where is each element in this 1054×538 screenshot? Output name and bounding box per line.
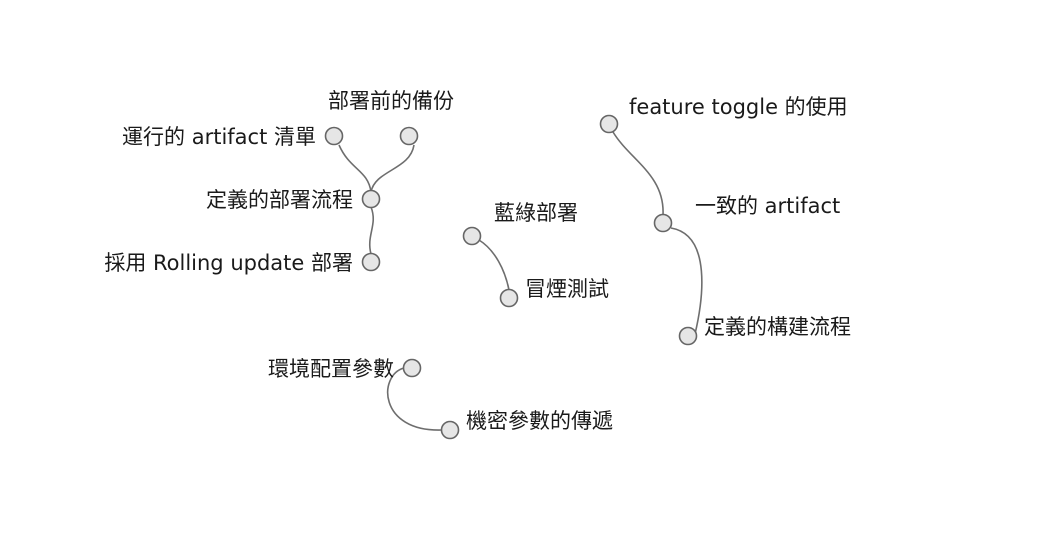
node-label: 部署前的備份 (328, 89, 454, 113)
node-label: 運行的 artifact 清單 (122, 125, 316, 149)
edges-layer (338, 131, 703, 431)
node-label: 冒煙測試 (525, 277, 609, 301)
node-label: 採用 Rolling update 部署 (104, 251, 353, 275)
edge-n3-n4 (369, 206, 375, 255)
node-handle[interactable] (399, 126, 419, 146)
node-handle[interactable] (324, 126, 344, 146)
node-n1[interactable]: 運行的 artifact 清單 (122, 125, 344, 149)
node-n5[interactable]: 藍綠部署 (462, 201, 579, 246)
node-label: 藍綠部署 (494, 201, 578, 225)
node-n6[interactable]: 冒煙測試 (499, 277, 610, 308)
edge-n7-n8 (612, 131, 664, 216)
node-label: 機密參數的傳遞 (466, 409, 613, 433)
node-handle[interactable] (499, 288, 519, 308)
edge-n5-n6 (478, 239, 510, 291)
node-handle[interactable] (462, 226, 482, 246)
node-label: 定義的部署流程 (206, 188, 353, 212)
node-label: 一致的 artifact (695, 194, 840, 218)
node-label: 定義的構建流程 (704, 315, 851, 339)
edge-n10-n11 (386, 367, 443, 431)
node-n3[interactable]: 定義的部署流程 (206, 188, 381, 212)
edge-n2-n3 (370, 144, 415, 193)
node-handle[interactable] (440, 420, 460, 440)
node-handle[interactable] (361, 189, 381, 209)
node-n8[interactable]: 一致的 artifact (653, 194, 841, 233)
edge-n8-n9 (670, 227, 703, 335)
node-n10[interactable]: 環境配置參數 (268, 357, 422, 381)
node-n7[interactable]: feature toggle 的使用 (599, 95, 848, 134)
node-handle[interactable] (678, 326, 698, 346)
node-handle[interactable] (653, 213, 673, 233)
node-n2[interactable]: 部署前的備份 (328, 89, 454, 146)
node-n9[interactable]: 定義的構建流程 (678, 315, 852, 346)
node-label: 環境配置參數 (268, 357, 394, 381)
edge-n1-n3 (338, 144, 372, 193)
node-n4[interactable]: 採用 Rolling update 部署 (104, 251, 381, 275)
node-handle[interactable] (402, 358, 422, 378)
node-n11[interactable]: 機密參數的傳遞 (440, 409, 614, 440)
node-handle[interactable] (599, 114, 619, 134)
node-handle[interactable] (361, 252, 381, 272)
node-label: feature toggle 的使用 (629, 95, 848, 119)
